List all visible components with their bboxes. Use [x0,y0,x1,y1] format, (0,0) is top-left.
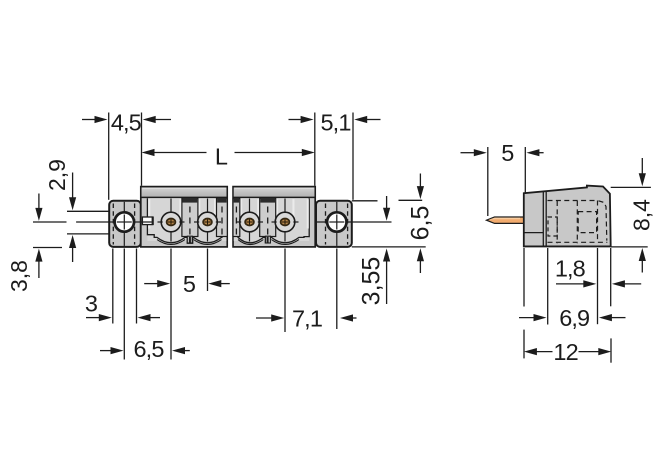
svg-text:8,4: 8,4 [628,199,654,231]
svg-text:1,8: 1,8 [555,256,586,282]
svg-text:2,9: 2,9 [44,159,70,191]
svg-text:5,1: 5,1 [321,110,351,136]
svg-text:12: 12 [553,339,577,365]
svg-text:3: 3 [85,291,98,317]
svg-text:7,1: 7,1 [292,306,322,332]
svg-text:L: L [215,143,228,169]
svg-text:4,5: 4,5 [111,110,142,136]
svg-text:5: 5 [183,271,196,297]
svg-text:6,5: 6,5 [134,336,165,362]
svg-text:3,55: 3,55 [357,257,385,306]
svg-text:6,9: 6,9 [559,305,589,331]
svg-text:5: 5 [501,140,514,166]
svg-text:6,5: 6,5 [407,206,435,241]
svg-text:3,8: 3,8 [6,260,32,292]
